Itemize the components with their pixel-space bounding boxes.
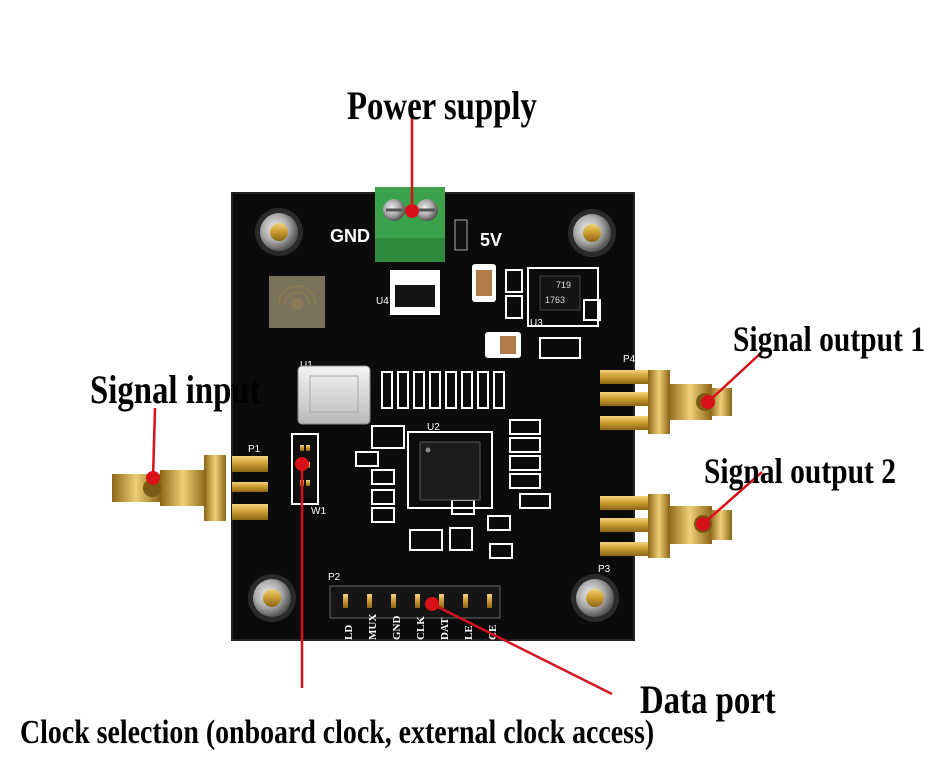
main-ic-u2 [407, 431, 493, 509]
callout-leader-lines [151, 112, 763, 696]
p3-silk: P3 [598, 564, 611, 575]
p4-silk: P4 [623, 354, 636, 365]
ic-719-silk: 719 [556, 280, 571, 290]
pin-label-dat: DAT [439, 617, 451, 640]
gnd-silk: GND [330, 226, 370, 246]
rf-logo [269, 276, 325, 328]
sma-connector-signal-output-2 [600, 494, 732, 558]
mounting-screw-top-left [255, 208, 303, 256]
sma-connector-signal-output-1 [600, 370, 732, 434]
callout-dots [146, 204, 715, 611]
p2-silk: P2 [328, 572, 341, 583]
p1-silk: P1 [248, 444, 261, 455]
callout-power-supply: Power supply [347, 83, 537, 128]
u4-chip [390, 270, 440, 315]
pin-label-clk: CLK [415, 616, 427, 640]
u4-silk: U4 [376, 296, 389, 307]
pin-label-ld: LD [343, 625, 355, 640]
u2-silk: U2 [427, 422, 440, 433]
pin-label-mux: MUX [367, 614, 379, 640]
ic-1763-silk: 1763 [545, 295, 565, 305]
board-photo: GND 5V U1 U2 U3 U4 P1 P2 P3 P4 W1 719 17… [112, 112, 763, 696]
mounting-screw-bottom-left [248, 574, 296, 622]
mounting-screw-bottom-right [571, 574, 619, 622]
u3-chip: 719 1763 [527, 267, 599, 327]
pin-label-le: LE [463, 625, 475, 640]
sma-connector-signal-input [112, 455, 268, 521]
data-port-header [329, 585, 501, 619]
pin-label-gnd: GND [391, 616, 403, 641]
callout-signal-output-1: Signal output 1 [733, 319, 925, 359]
w1-silk: W1 [311, 506, 326, 517]
crystal-oscillator [297, 365, 371, 425]
callout-signal-input: Signal input [90, 367, 261, 412]
power-terminal-block [375, 187, 445, 262]
callout-signal-output-2: Signal output 2 [704, 451, 896, 491]
u3-silk: U3 [530, 318, 543, 329]
callout-clock-selection: Clock selection (onboard clock, external… [20, 714, 655, 751]
five-v-silk: 5V [480, 230, 502, 250]
callout-data-port: Data port [640, 677, 776, 722]
mounting-screw-top-right [568, 209, 616, 257]
component-outlines [355, 269, 601, 559]
